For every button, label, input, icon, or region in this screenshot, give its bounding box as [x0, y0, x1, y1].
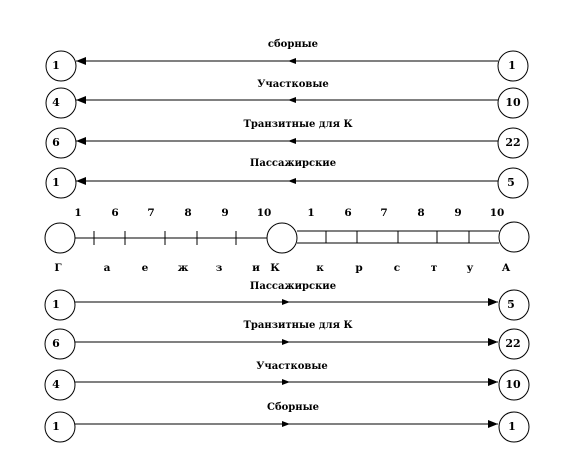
- station-letter: е: [142, 262, 149, 274]
- left-count-circle: [45, 127, 77, 159]
- route-label: Участковые: [256, 361, 327, 372]
- station-letter-center: К: [270, 262, 280, 274]
- line-numbers-left: 1 6 7 8 9 10: [74, 207, 271, 219]
- line-number: 8: [184, 207, 191, 219]
- left-count-circle: [44, 411, 76, 443]
- line-number: 7: [380, 207, 387, 219]
- right-count: 1: [508, 420, 516, 433]
- station-node-center: [266, 222, 298, 254]
- line-number: 7: [147, 207, 154, 219]
- left-count-circle: [45, 167, 77, 199]
- station-letter: Г: [54, 262, 62, 274]
- line-number: 10: [490, 207, 505, 219]
- line-number: 10: [257, 207, 272, 219]
- mid-arrow-icon: [282, 379, 290, 385]
- route-label: Сборные: [267, 402, 319, 413]
- left-count: 6: [52, 337, 60, 350]
- right-count: 1: [508, 59, 516, 72]
- bottom-route-passazhirskie: Пассажирские 1 5: [44, 281, 530, 321]
- right-count-circle: [497, 127, 529, 159]
- left-count-circle: [45, 50, 77, 82]
- left-count: 1: [52, 420, 60, 433]
- line-number: 8: [417, 207, 424, 219]
- station-letter: А: [502, 262, 511, 274]
- line-number: 1: [307, 207, 314, 219]
- left-count: 1: [52, 59, 60, 72]
- left-count: 1: [52, 298, 60, 311]
- arrow-left-icon: [76, 137, 86, 145]
- arrow-right-icon: [488, 338, 498, 346]
- right-count-circle: [498, 411, 530, 443]
- route-label: Пассажирские: [250, 158, 336, 169]
- station-node-left: [44, 222, 76, 254]
- right-count-circle: [498, 369, 530, 401]
- right-count: 5: [507, 298, 515, 311]
- right-count-circle: [497, 87, 529, 119]
- mid-arrow-icon: [288, 178, 296, 184]
- top-route-passazhirskie: Пассажирские 1 5: [45, 158, 529, 199]
- station-letter: и: [252, 262, 260, 274]
- right-count: 10: [505, 96, 521, 109]
- mid-arrow-icon: [282, 421, 290, 427]
- right-count-circle: [498, 289, 530, 321]
- route-label: сборные: [268, 39, 318, 50]
- mid-arrow-icon: [288, 58, 296, 64]
- route-label: Пассажирские: [250, 281, 336, 292]
- station-letter: у: [467, 262, 474, 274]
- left-count-circle: [44, 369, 76, 401]
- station-letter: с: [394, 262, 400, 274]
- right-count-circle: [497, 167, 529, 199]
- main-track: [44, 221, 530, 254]
- mid-arrow-icon: [282, 339, 290, 345]
- left-count-circle: [44, 289, 76, 321]
- station-letter: к: [316, 262, 324, 274]
- line-numbers-right: 1 6 7 8 9 10: [307, 207, 504, 219]
- left-count: 4: [52, 378, 60, 391]
- station-letter: з: [216, 262, 223, 274]
- right-count: 22: [505, 136, 520, 149]
- arrow-right-icon: [488, 378, 498, 386]
- mid-arrow-icon: [282, 299, 290, 305]
- route-label: Участковые: [257, 79, 328, 90]
- right-count: 10: [505, 378, 521, 391]
- left-count: 1: [52, 176, 60, 189]
- line-number: 6: [344, 207, 351, 219]
- bottom-route-uchastkovye: Участковые 4 10: [44, 361, 530, 401]
- left-count-circle: [45, 87, 77, 119]
- right-count-circle: [497, 50, 529, 82]
- station-letter: р: [355, 262, 362, 274]
- line-number: 9: [454, 207, 461, 219]
- route-label: Транзитные для К: [243, 119, 352, 130]
- left-count: 6: [52, 136, 60, 149]
- arrow-left-icon: [76, 96, 86, 104]
- line-number: 6: [111, 207, 118, 219]
- mid-arrow-icon: [288, 97, 296, 103]
- arrow-right-icon: [488, 420, 498, 428]
- mid-arrow-icon: [288, 138, 296, 144]
- top-route-uchastkovye: Участковые 4 10: [45, 79, 529, 119]
- station-letter: т: [431, 262, 438, 274]
- left-count: 4: [52, 96, 60, 109]
- arrow-left-icon: [76, 57, 86, 65]
- right-count-circle: [498, 328, 530, 360]
- bottom-route-tranzitnye: Транзитные для К 6 22: [44, 320, 530, 360]
- right-count: 5: [507, 176, 515, 189]
- top-route-tranzitnye: Транзитные для К 6 22: [45, 119, 529, 159]
- line-number: 9: [221, 207, 228, 219]
- top-route-sbornye: сборные 1 1: [45, 39, 529, 82]
- station-letter: а: [104, 262, 111, 274]
- bottom-route-sbornye: Сборные 1 1: [44, 402, 530, 443]
- station-node-right: [498, 221, 530, 253]
- left-count-circle: [44, 328, 76, 360]
- right-count: 22: [505, 337, 520, 350]
- arrow-right-icon: [488, 298, 498, 306]
- route-label: Транзитные для К: [243, 320, 352, 331]
- station-letter: ж: [178, 262, 189, 274]
- line-number: 1: [74, 207, 81, 219]
- station-letters: Г а е ж з и К к р с т у А: [54, 262, 510, 274]
- arrow-left-icon: [76, 177, 86, 185]
